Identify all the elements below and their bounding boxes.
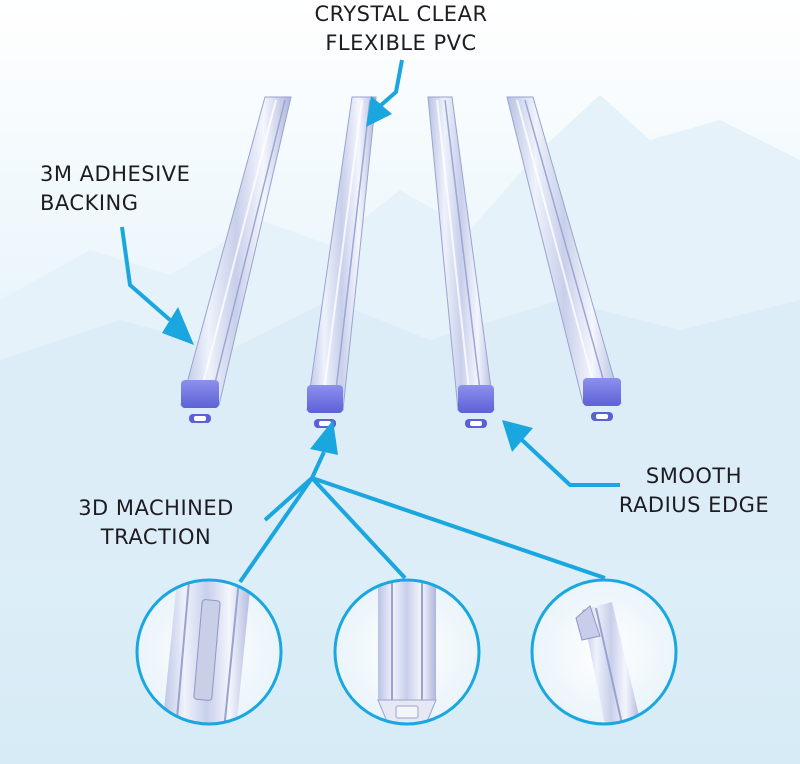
strip-2 xyxy=(306,96,377,428)
strip-1 xyxy=(180,96,292,423)
callout-arrows xyxy=(120,59,620,584)
pointer-arrow-icon xyxy=(502,420,620,487)
strip-3 xyxy=(427,96,495,428)
pointer-arrow-icon xyxy=(366,59,404,127)
strip-3-end-cap xyxy=(458,385,494,413)
crystal-clear-line-2: FLEXIBLE PVC xyxy=(325,31,477,55)
crystal-clear-label: CRYSTAL CLEAR FLEXIBLE PVC xyxy=(270,0,532,58)
smooth-radius-line-2: RADIUS EDGE xyxy=(618,493,770,517)
strip-4-end-cap xyxy=(583,378,621,406)
smooth-radius-line-1: SMOOTH xyxy=(645,464,743,488)
detail-circle-edge xyxy=(530,578,678,726)
strip-1-end-cap xyxy=(181,380,219,408)
strip-2-end-cap xyxy=(307,385,343,413)
pointer-arrow-icon xyxy=(120,226,194,345)
traction-line-2: TRACTION xyxy=(100,525,212,549)
detail-circle-end xyxy=(333,578,481,726)
detail-circle-traction xyxy=(135,578,283,726)
strip-4 xyxy=(506,96,622,421)
logo-emboss xyxy=(193,599,221,701)
adhesive-line-2: BACKING xyxy=(40,191,139,215)
crystal-clear-line-1: CRYSTAL CLEAR xyxy=(314,2,488,26)
traction-line-1: 3D MACHINED xyxy=(78,496,234,520)
traction-label: 3D MACHINED TRACTION xyxy=(38,494,274,552)
adhesive-line-1: 3M ADHESIVE xyxy=(40,162,191,186)
pointer-arrow-icon xyxy=(238,420,606,584)
smooth-radius-label: SMOOTH RADIUS EDGE xyxy=(596,462,792,520)
adhesive-label: 3M ADHESIVE BACKING xyxy=(40,160,190,218)
